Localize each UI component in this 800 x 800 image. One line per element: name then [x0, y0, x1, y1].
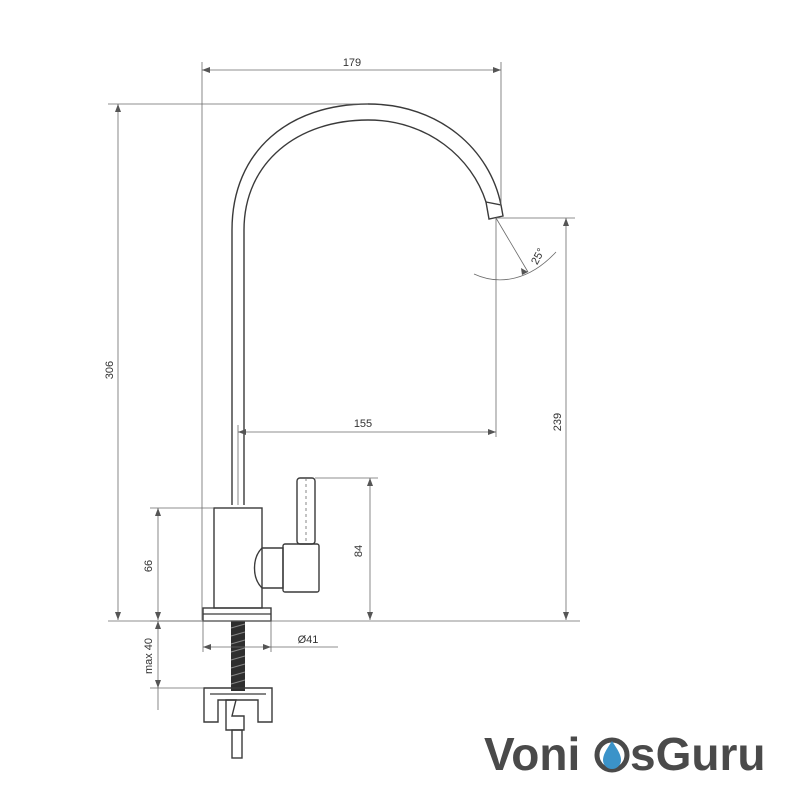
dim-306: 306 [104, 361, 116, 379]
dim-84: 84 [353, 545, 365, 557]
logo-text-end: sGuru [630, 728, 765, 780]
water-drop-icon [594, 737, 630, 773]
dimension-lines [108, 62, 580, 710]
dim-155: 155 [354, 418, 372, 430]
dim-66: 66 [143, 560, 155, 572]
brand-logo: Voni sGuru [484, 728, 765, 780]
dimension-labels: 179 306 25° 155 239 66 84 Ø41 max 40 [104, 57, 564, 674]
dim-239: 239 [552, 413, 564, 431]
dim-179: 179 [343, 57, 361, 69]
dim-angle-25: 25° [529, 246, 547, 266]
logo-text-start: Voni [484, 728, 580, 780]
faucet-outline [202, 103, 504, 759]
dim-max-40: max 40 [143, 638, 155, 674]
dim-diameter-41: Ø41 [298, 634, 319, 646]
